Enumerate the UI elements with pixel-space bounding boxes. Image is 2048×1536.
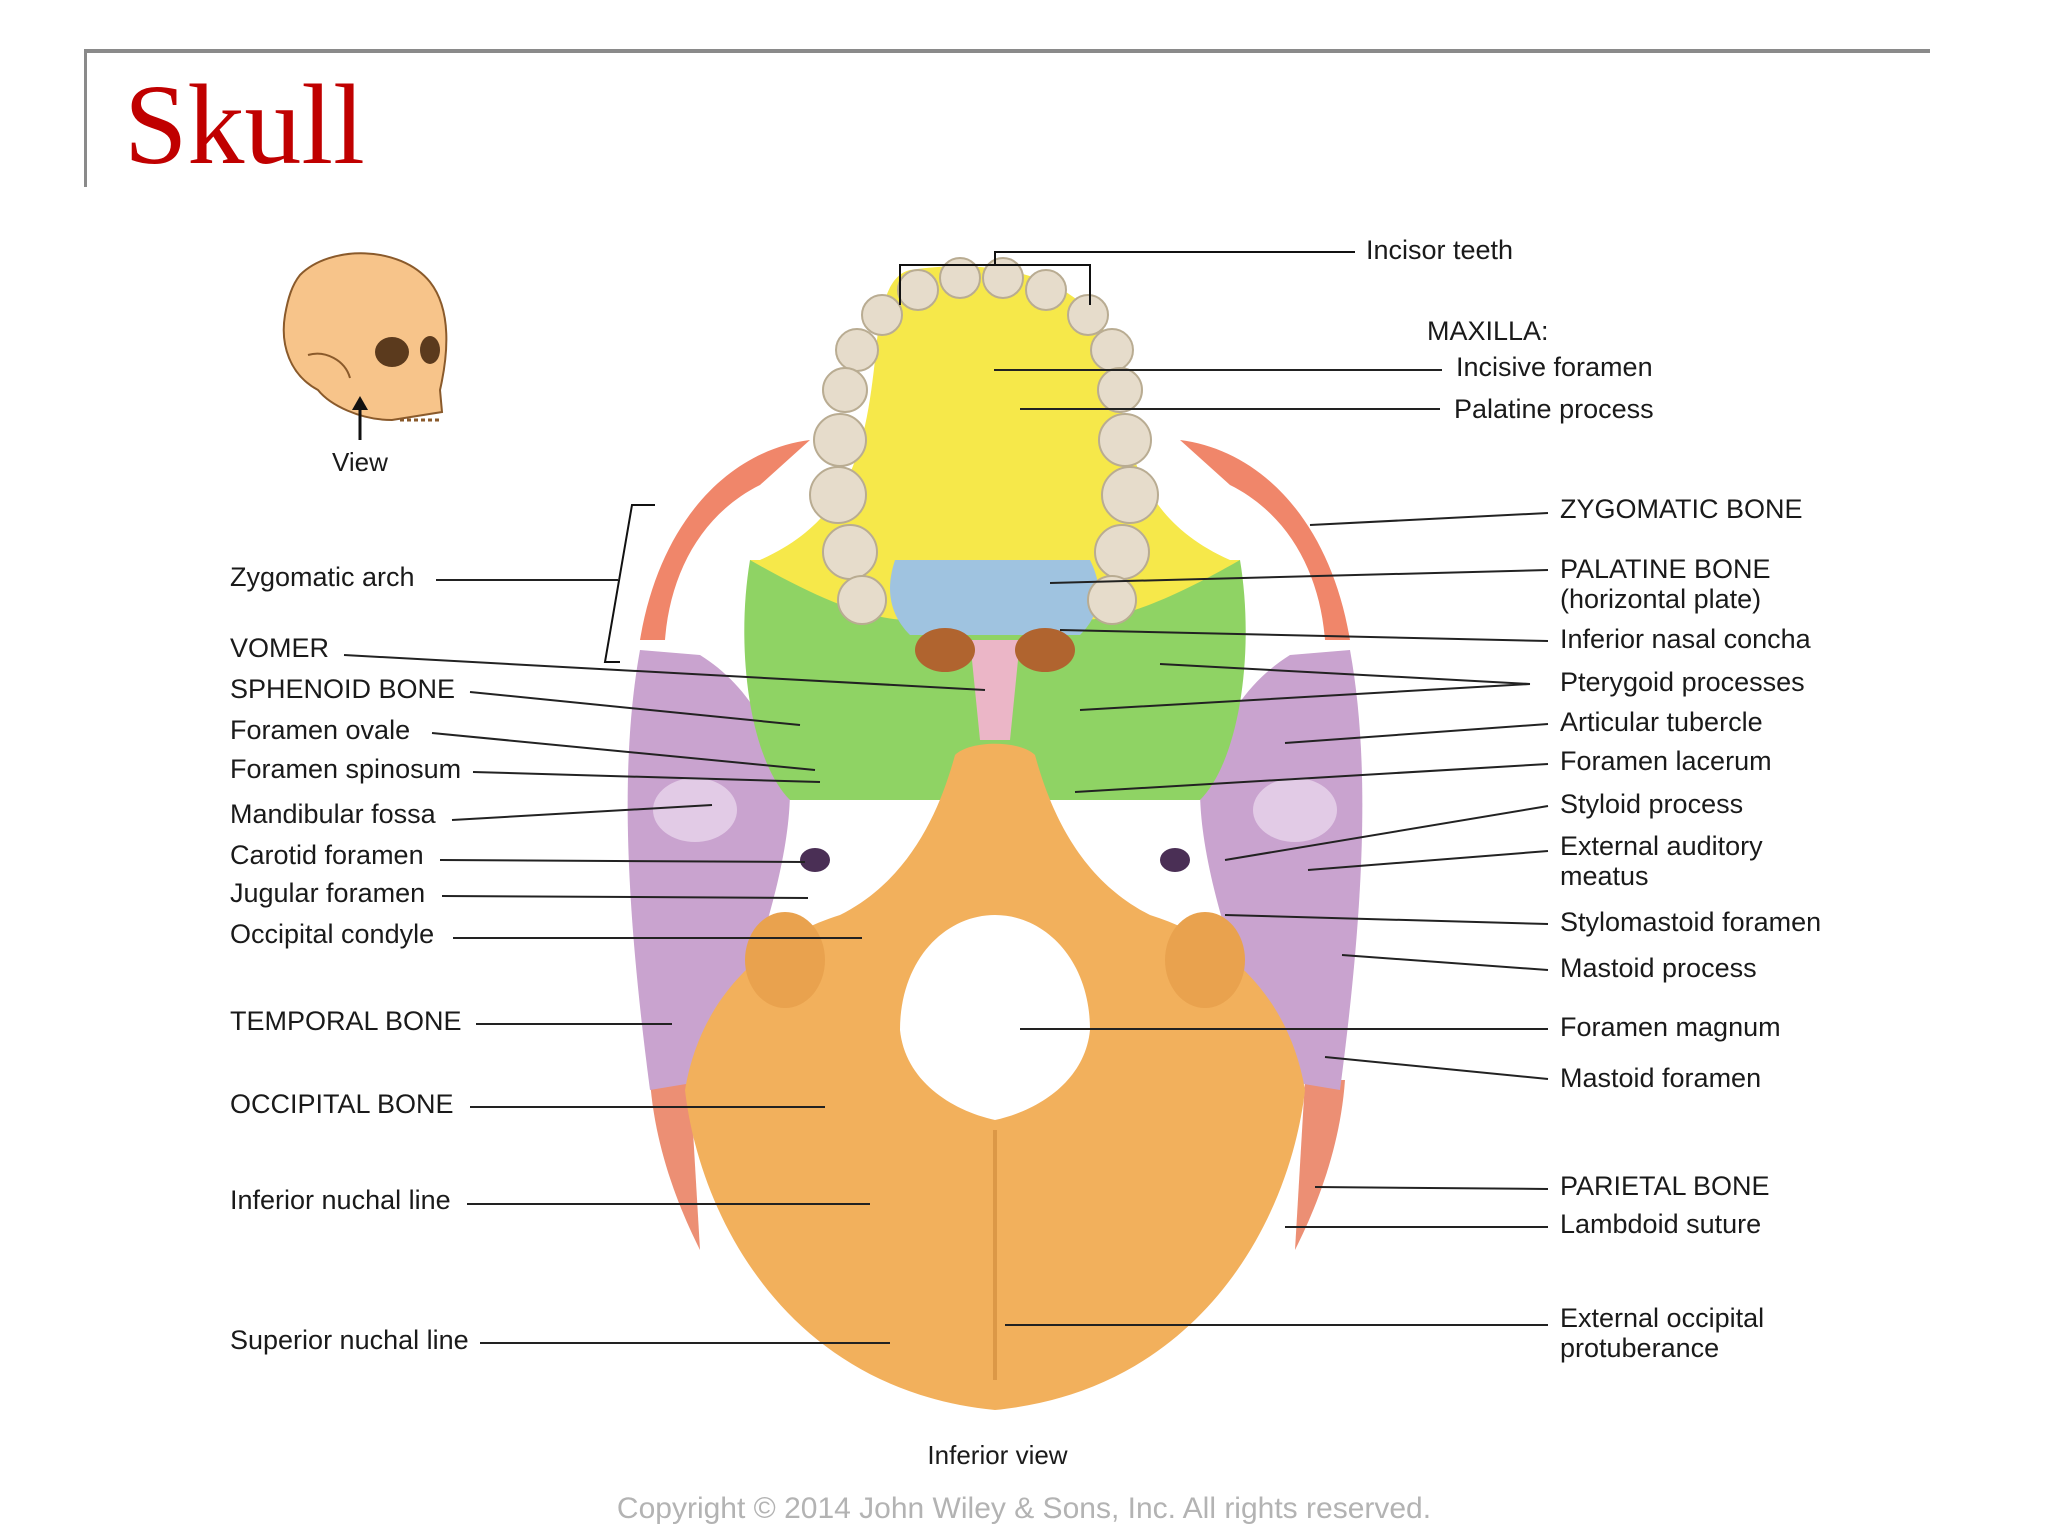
label-external-occipital-protuberance: External occipital protuberance bbox=[1560, 1303, 1765, 1363]
mandibular-fossa-left bbox=[653, 778, 737, 842]
label-zygomatic-bone: ZYGOMATIC BONE bbox=[1560, 494, 1803, 524]
label-temporal-bone: TEMPORAL BONE bbox=[230, 1006, 462, 1036]
tooth bbox=[809, 466, 867, 524]
palatine-bone bbox=[890, 560, 1099, 635]
label-palatine-bone: PALATINE BONE (horizontal plate) bbox=[1560, 554, 1771, 614]
upper-teeth bbox=[809, 257, 1159, 625]
tooth bbox=[1097, 367, 1143, 413]
vomer bbox=[970, 640, 1020, 740]
label-occipital-condyle: Occipital condyle bbox=[230, 919, 435, 949]
tooth bbox=[1101, 466, 1159, 524]
tooth bbox=[897, 269, 939, 311]
label-sphenoid-bone: SPHENOID BONE bbox=[230, 674, 456, 704]
figure-caption: Inferior view bbox=[927, 1440, 1068, 1470]
tooth bbox=[822, 367, 868, 413]
label-incisive-foramen: Incisive foramen bbox=[1456, 352, 1653, 382]
label-external-auditory-meatus: External auditory meatus bbox=[1560, 831, 1763, 891]
label-jugular-foramen: Jugular foramen bbox=[230, 878, 426, 908]
occipital-condyle-left bbox=[745, 912, 825, 1008]
label-foramen-lacerum: Foramen lacerum bbox=[1560, 746, 1772, 776]
label-mandibular-fossa: Mandibular fossa bbox=[230, 799, 436, 829]
inferior-nasal-concha-right bbox=[1015, 628, 1075, 672]
occipital-condyle-right bbox=[1165, 912, 1245, 1008]
label-pterygoid-processes: Pterygoid processes bbox=[1560, 667, 1805, 697]
label-carotid-foramen: Carotid foramen bbox=[230, 840, 424, 870]
skull-thumbnail-icon bbox=[282, 252, 448, 440]
temporal-bone-left bbox=[627, 650, 790, 1090]
tooth bbox=[822, 524, 878, 580]
mandibular-fossa-right bbox=[1253, 778, 1337, 842]
label-stylomastoid-foramen: Stylomastoid foramen bbox=[1560, 907, 1822, 937]
label-incisor-teeth: Incisor teeth bbox=[1366, 235, 1514, 265]
tooth bbox=[1098, 413, 1152, 467]
copyright-notice: Copyright © 2014 John Wiley & Sons, Inc.… bbox=[616, 1492, 1432, 1525]
tooth bbox=[1087, 575, 1137, 625]
label-articular-tubercle: Articular tubercle bbox=[1560, 707, 1763, 737]
slide-title: Skull bbox=[124, 61, 365, 188]
inferior-nasal-concha-left bbox=[915, 628, 975, 672]
label-styloid-process: Styloid process bbox=[1560, 789, 1744, 819]
label-mastoid-process: Mastoid process bbox=[1560, 953, 1757, 983]
leader-lines bbox=[343, 369, 1549, 1344]
carotid-foramen-right bbox=[1160, 848, 1190, 872]
tooth bbox=[813, 413, 867, 467]
label-parietal-bone: PARIETAL BONE bbox=[1560, 1171, 1770, 1201]
tooth bbox=[1025, 269, 1067, 311]
temporal-bone-right bbox=[1200, 650, 1363, 1090]
label-zygomatic-arch: Zygomatic arch bbox=[230, 562, 415, 592]
label-inferior-nasal-concha: Inferior nasal concha bbox=[1560, 624, 1811, 654]
tooth bbox=[1090, 328, 1134, 372]
zygomatic-bone-right bbox=[1180, 440, 1350, 640]
zygomatic-arch-bracket bbox=[603, 504, 655, 663]
label-lambdoid-suture: Lambdoid suture bbox=[1560, 1209, 1762, 1239]
tooth bbox=[1067, 294, 1109, 336]
slide-frame-top-rule bbox=[84, 49, 1930, 53]
carotid-foramen-left bbox=[800, 848, 830, 872]
incisor-teeth-bracket bbox=[899, 251, 1355, 305]
label-foramen-spinosum: Foramen spinosum bbox=[230, 754, 462, 784]
tooth bbox=[1094, 524, 1150, 580]
label-foramen-ovale: Foramen ovale bbox=[230, 715, 411, 745]
foramen-magnum bbox=[900, 915, 1090, 1120]
tooth bbox=[982, 257, 1024, 299]
label-inferior-nuchal-line: Inferior nuchal line bbox=[230, 1185, 451, 1215]
thumbnail-view-label: View bbox=[332, 447, 388, 477]
label-maxilla: MAXILLA: bbox=[1427, 316, 1549, 346]
label-superior-nuchal-line: Superior nuchal line bbox=[230, 1325, 469, 1355]
parietal-bone-right bbox=[1295, 1080, 1345, 1250]
label-palatine-process: Palatine process bbox=[1454, 394, 1654, 424]
tooth bbox=[835, 328, 879, 372]
label-vomer: VOMER bbox=[230, 633, 330, 663]
slide-frame-left-rule bbox=[84, 49, 87, 187]
label-mastoid-foramen: Mastoid foramen bbox=[1560, 1063, 1762, 1093]
tooth bbox=[939, 257, 981, 299]
zygomatic-bone-left bbox=[640, 440, 810, 640]
parietal-bone-left bbox=[650, 1080, 700, 1250]
label-foramen-magnum: Foramen magnum bbox=[1560, 1012, 1781, 1042]
label-occipital-bone: OCCIPITAL BONE bbox=[230, 1089, 454, 1119]
tooth bbox=[861, 294, 903, 336]
tooth bbox=[837, 575, 887, 625]
